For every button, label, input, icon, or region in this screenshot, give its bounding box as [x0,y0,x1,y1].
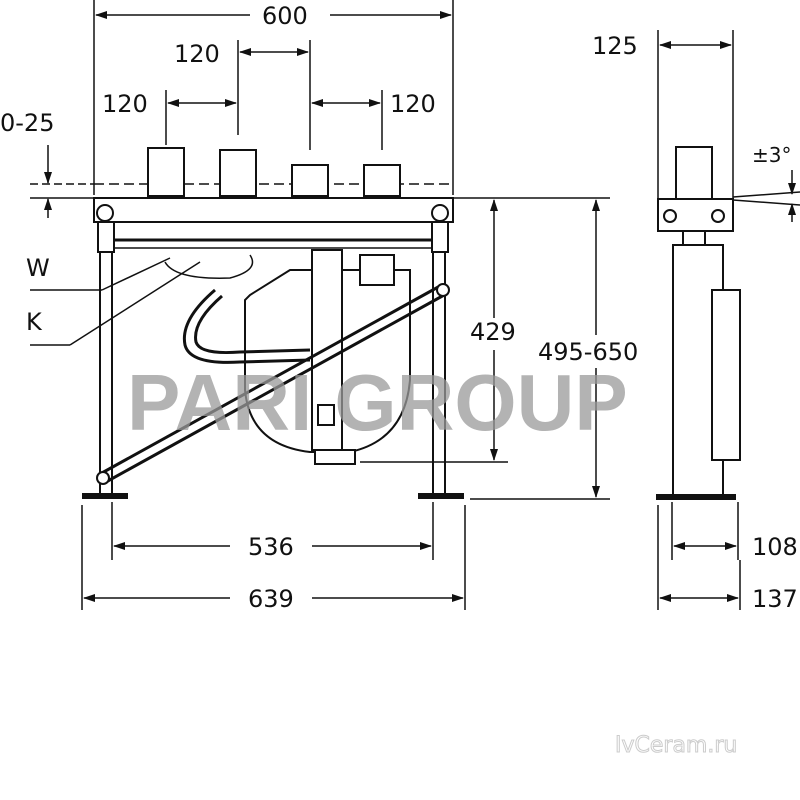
dim-spacing-left: 120 [102,90,148,118]
front-view: 600 120 120 120 0-25 [0,0,638,613]
dim-drain-height: 429 [470,318,516,346]
label-w: W [26,254,50,282]
watermark-ivceram: IvCeram.ru [615,733,737,758]
dim-spacing-right: 120 [390,90,436,118]
dim-feet-outer: 639 [248,585,294,613]
side-view: 125 ±3° 108 137 [592,30,800,613]
dim-frame-height: 495-650 [538,338,638,366]
watermark-pari-group: PARI GROUP [127,358,628,447]
dim-overall-width-600: 600 [262,2,308,30]
dim-foot-outer: 137 [752,585,798,613]
dim-tilt: ±3° [752,143,791,167]
label-k: K [26,308,43,336]
dim-height-adjust: 0-25 [0,109,54,137]
dim-feet-inner: 536 [248,533,294,561]
dim-spacing-middle: 120 [174,40,220,68]
dim-foot-inner: 108 [752,533,798,561]
dim-depth-top: 125 [592,32,638,60]
